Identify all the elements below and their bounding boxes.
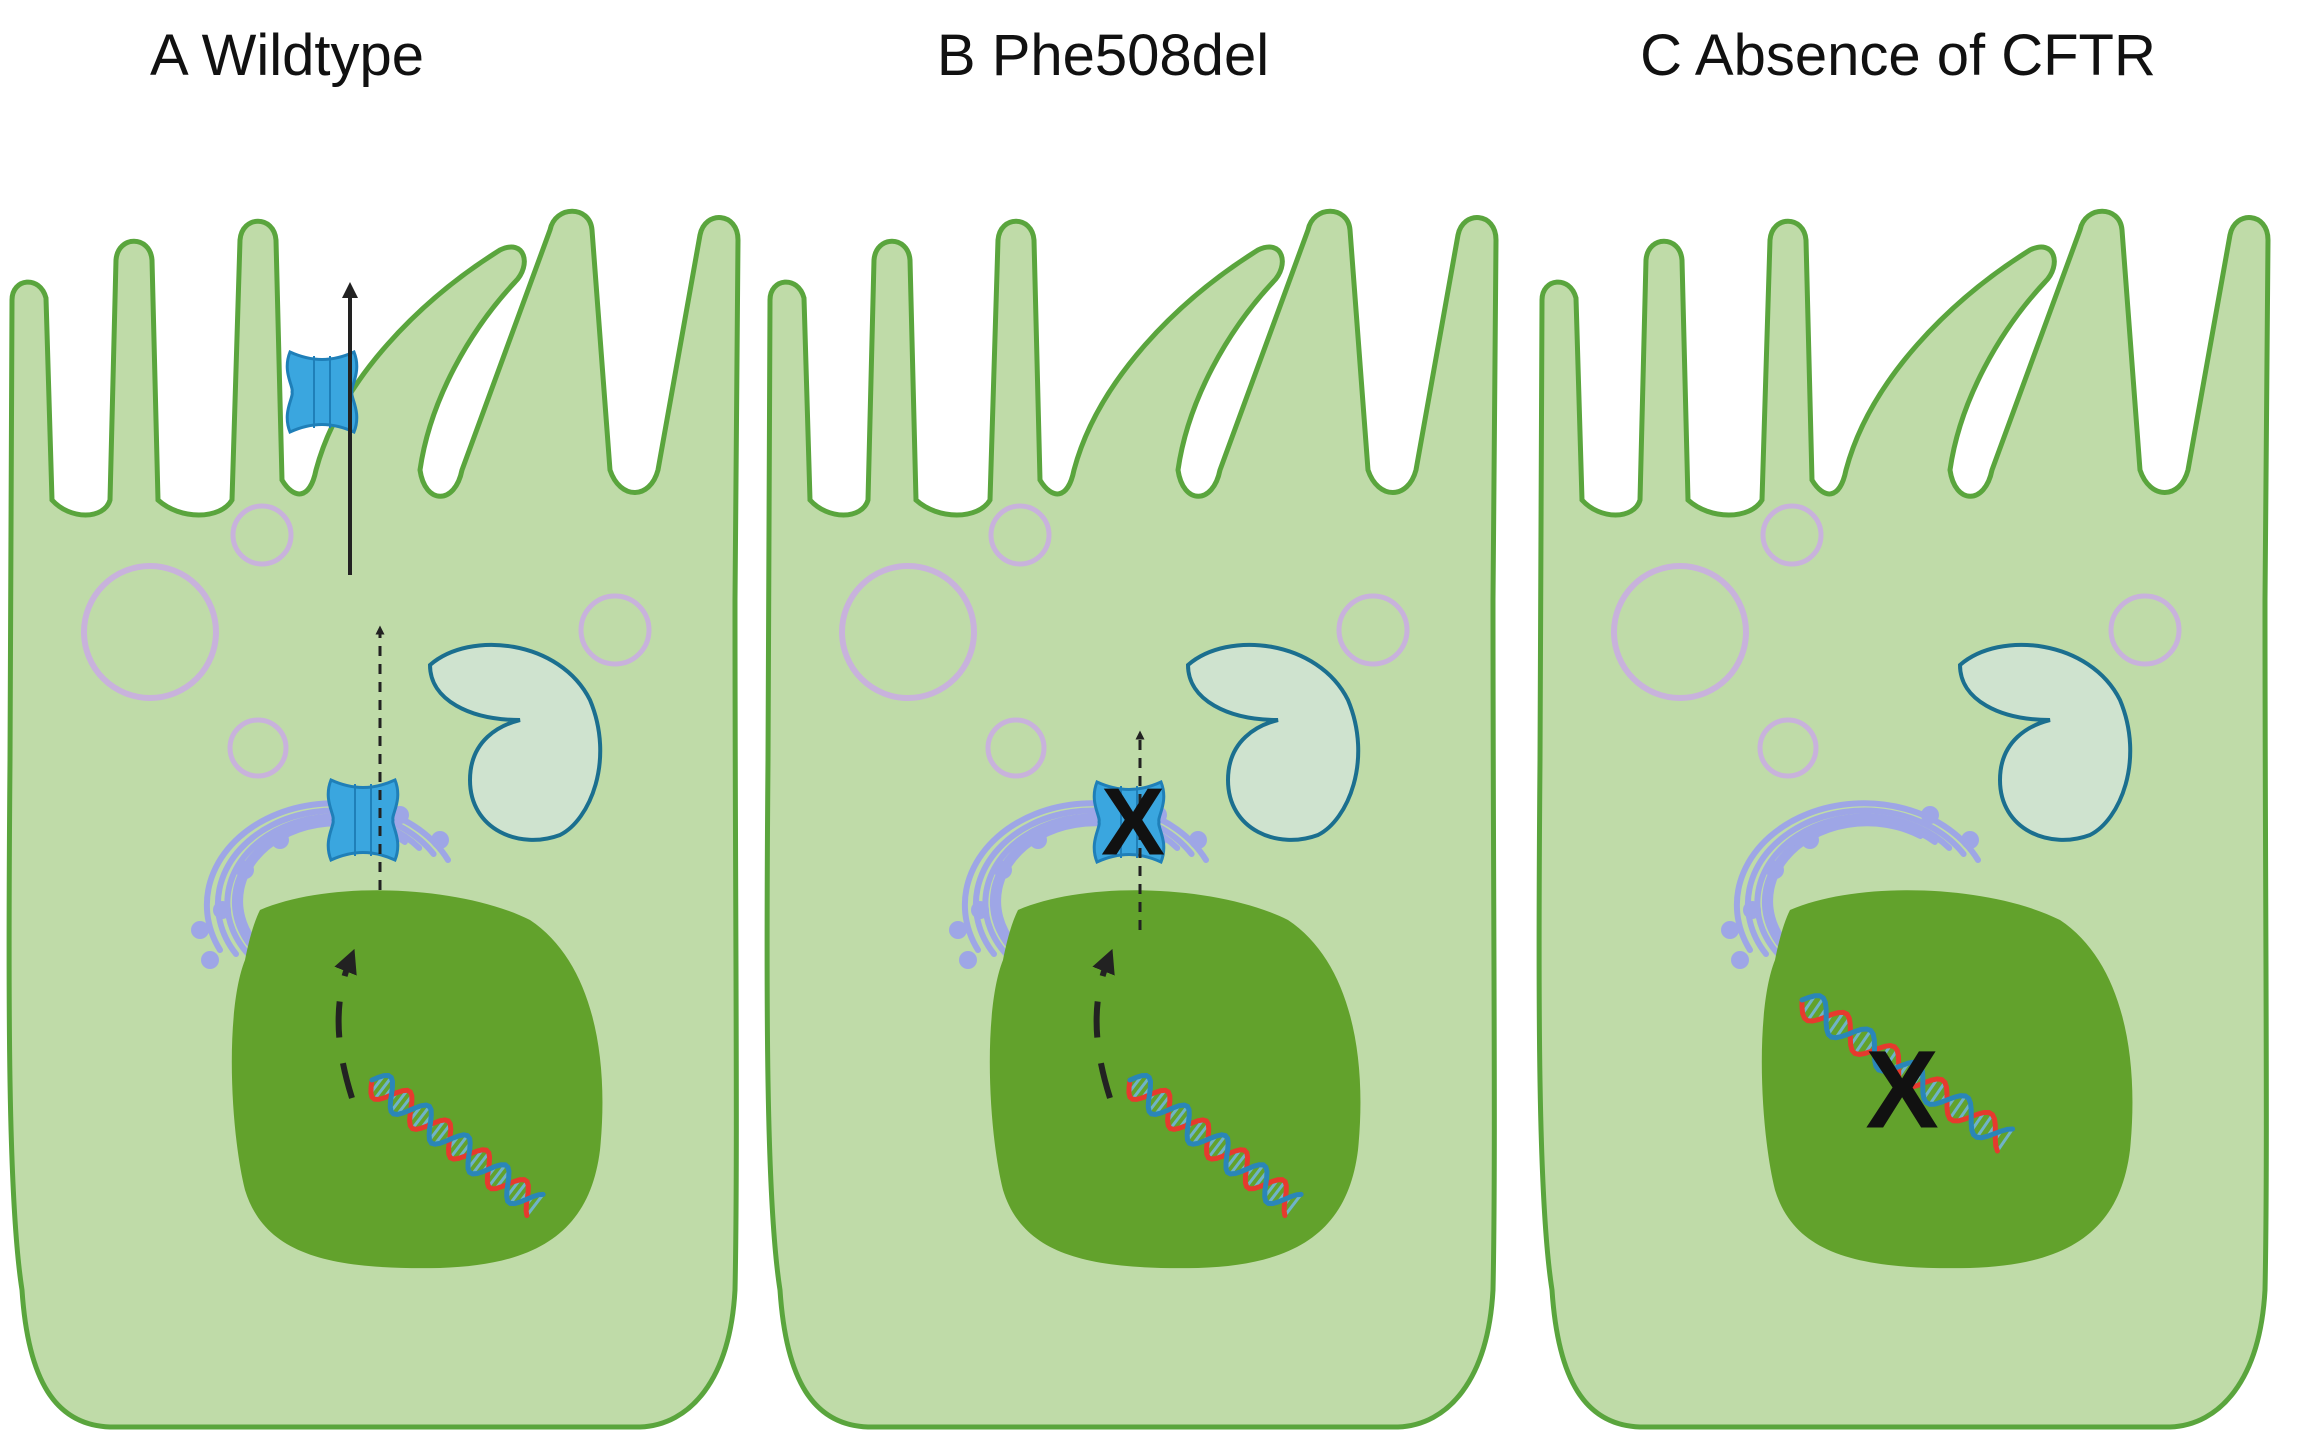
dna-strand-blue: [1799, 993, 2016, 1141]
nucleus: [989, 890, 1361, 1269]
dna-helix: [368, 1072, 546, 1219]
golgi-cisterna: [961, 800, 1209, 953]
cftr-channel-body: [1092, 779, 1166, 865]
cftr-channel-membrane: [285, 349, 359, 435]
dna-rung: [1169, 1105, 1189, 1130]
dna-rung: [525, 1193, 545, 1217]
dna-rung: [1827, 1011, 1845, 1036]
dna-rung: [1948, 1095, 1967, 1120]
endosome: [1957, 642, 2133, 842]
cftr-channel-golgi: [326, 777, 400, 863]
dna-rung: [1874, 1044, 1892, 1068]
dna-rung: [1996, 1128, 2014, 1152]
golgi-vesicle: [431, 831, 449, 849]
dna-rung: [1834, 1017, 1851, 1039]
vesicle-small: [985, 717, 1047, 779]
dna-rung: [1207, 1134, 1227, 1159]
dna-strand-blue: [1127, 1072, 1304, 1207]
golgi-vesicle: [271, 831, 289, 849]
panel-a-title: A Wildtype: [150, 23, 424, 88]
panel-c-title: C Absence of CFTR: [1640, 23, 2156, 88]
dna-rung: [1881, 1049, 1899, 1072]
dna-rung: [1901, 1062, 1920, 1088]
dna-rung: [433, 1123, 452, 1146]
golgi-cisterna: [1733, 800, 1981, 953]
vesicle-small: [1757, 717, 1819, 779]
block-mark-gene: X: [1865, 1029, 1938, 1152]
dna-rung: [389, 1089, 409, 1113]
golgi-vesicle: [971, 901, 989, 919]
endosome: [1185, 642, 1361, 842]
golgi-vesicle: [1189, 831, 1207, 849]
golgi-vesicle: [1731, 951, 1749, 969]
dna-rung: [1191, 1123, 1210, 1146]
panel-a: [6, 208, 741, 1430]
vesicle-small: [988, 503, 1052, 567]
dna-rung: [449, 1134, 469, 1159]
dna-rung: [509, 1180, 529, 1205]
golgi-vesicle: [1801, 831, 1819, 849]
golgi-cisterna: [1754, 813, 1953, 961]
vesicle-large: [839, 563, 977, 701]
panel-b: X: [764, 208, 1499, 1430]
dna-rung: [411, 1105, 431, 1130]
panel-b-title: B Phe508del: [936, 23, 1270, 88]
dna-rung: [487, 1164, 507, 1188]
golgi-vesicle: [236, 861, 254, 879]
endosome: [427, 642, 603, 842]
golgi-vesicle: [1921, 806, 1939, 824]
dna-rung: [1186, 1119, 1205, 1141]
golgi-vesicle: [191, 921, 209, 939]
vesicle-small: [227, 717, 289, 779]
golgi-vesicle: [994, 861, 1012, 879]
golgi-cisterna: [203, 800, 451, 953]
nucleus: [1761, 890, 2133, 1269]
vesicle-small: [2108, 593, 2182, 667]
cftr-channel-body: [285, 349, 359, 435]
dna-helix: [1799, 993, 2016, 1154]
dna-rung: [1131, 1076, 1151, 1101]
golgi-vesicle: [1766, 861, 1784, 879]
dna-rung: [1922, 1078, 1939, 1100]
block-mark-protein: X: [1101, 769, 1165, 876]
dna-rung: [1229, 1151, 1248, 1175]
dna-rung: [1806, 997, 1825, 1022]
dna-strand-blue: [369, 1072, 546, 1207]
vesicle-small: [578, 593, 652, 667]
vesicle-large: [81, 563, 219, 701]
cftr-channel-misfolded: [1092, 779, 1166, 865]
transcription-arrow: [334, 948, 357, 1099]
golgi-vesicle: [949, 921, 967, 939]
vesicle-small: [1336, 593, 1410, 667]
golgi-vesicle: [959, 951, 977, 969]
dna-rung: [1147, 1089, 1167, 1113]
vesicle-small: [230, 503, 294, 567]
vesicle-large: [1611, 563, 1749, 701]
golgi-vesicle: [1721, 921, 1739, 939]
transcription-arrow: [1092, 948, 1115, 1099]
golgi-vesicle: [1743, 901, 1761, 919]
golgi-vesicle: [1961, 831, 1979, 849]
dna-rung: [1975, 1113, 1994, 1139]
vesicle-small: [1760, 503, 1824, 567]
dna-rung: [1853, 1029, 1873, 1055]
dna-rung: [1283, 1193, 1303, 1217]
golgi-vesicle: [213, 901, 231, 919]
dna-rung: [1928, 1081, 1947, 1106]
nucleus: [231, 890, 603, 1269]
dna-rung: [1245, 1164, 1265, 1188]
cftr-channel-body: [326, 777, 400, 863]
dna-helix: [1126, 1072, 1304, 1219]
dna-rung: [471, 1151, 490, 1175]
panel-c: X: [1536, 208, 2271, 1430]
dna-rung: [373, 1076, 393, 1101]
dna-rung: [428, 1119, 447, 1141]
dna-rung: [1267, 1180, 1287, 1205]
golgi-vesicle: [201, 951, 219, 969]
golgi-vesicle: [1029, 831, 1047, 849]
